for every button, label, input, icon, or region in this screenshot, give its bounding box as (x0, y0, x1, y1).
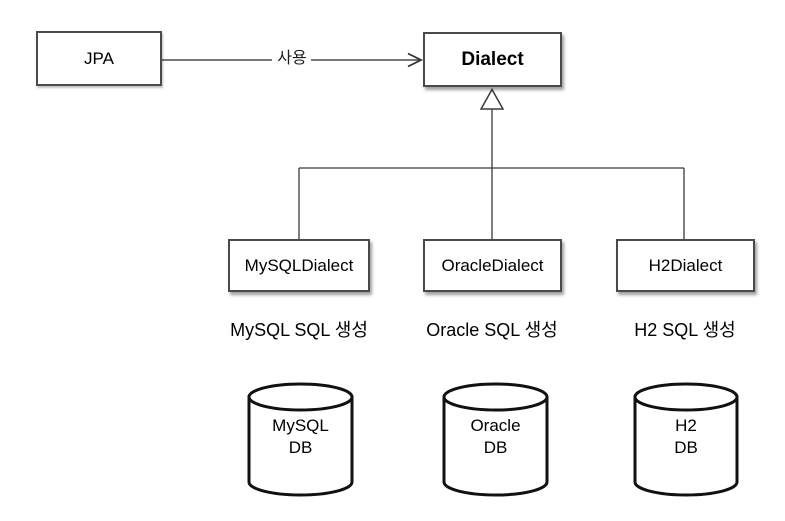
h2-dialect-label: H2Dialect (648, 255, 723, 275)
mysql-db-cylinder-top (247, 382, 354, 412)
use-arrowhead-icon (407, 52, 424, 68)
h2-db-name: H2 (675, 416, 697, 435)
oracle-db-cylinder-top (442, 382, 549, 412)
mysql-caption: MySQL SQL 생성 (230, 320, 368, 340)
h2-caption: H2 SQL 생성 (634, 320, 736, 340)
h2-db-cylinder-body (633, 395, 739, 497)
oracle-dialect-box: OracleDialect (423, 239, 562, 292)
h2-db-suffix: DB (674, 438, 698, 457)
dialect-label: Dialect (461, 48, 524, 70)
h2-dialect-box: H2Dialect (616, 239, 755, 292)
use-edge-label: 사용 (274, 49, 310, 69)
mysql-dialect-box: MySQLDialect (228, 239, 370, 292)
h2-db-cylinder-top (633, 382, 739, 412)
oracle-dialect-label: OracleDialect (441, 255, 544, 275)
h2-db-label: H2 DB (635, 415, 737, 459)
mysql-db-name: MySQL (272, 416, 329, 435)
mysql-db-label: MySQL DB (249, 415, 352, 459)
mysql-db-suffix: DB (288, 438, 313, 457)
oracle-db-name: Oracle (470, 416, 521, 435)
jpa-label: JPA (84, 48, 114, 68)
oracle-caption: Oracle SQL 생성 (426, 320, 558, 340)
oracle-db-label: Oracle DB (444, 415, 547, 459)
oracle-db-cylinder-body (442, 395, 549, 497)
oracle-db-suffix: DB (483, 438, 508, 457)
mysql-dialect-label: MySQLDialect (244, 255, 354, 275)
jpa-box: JPA (36, 31, 162, 86)
dialect-box: Dialect (423, 32, 562, 87)
mysql-db-cylinder-body (247, 395, 354, 497)
inheritance-triangle-icon (479, 87, 505, 110)
